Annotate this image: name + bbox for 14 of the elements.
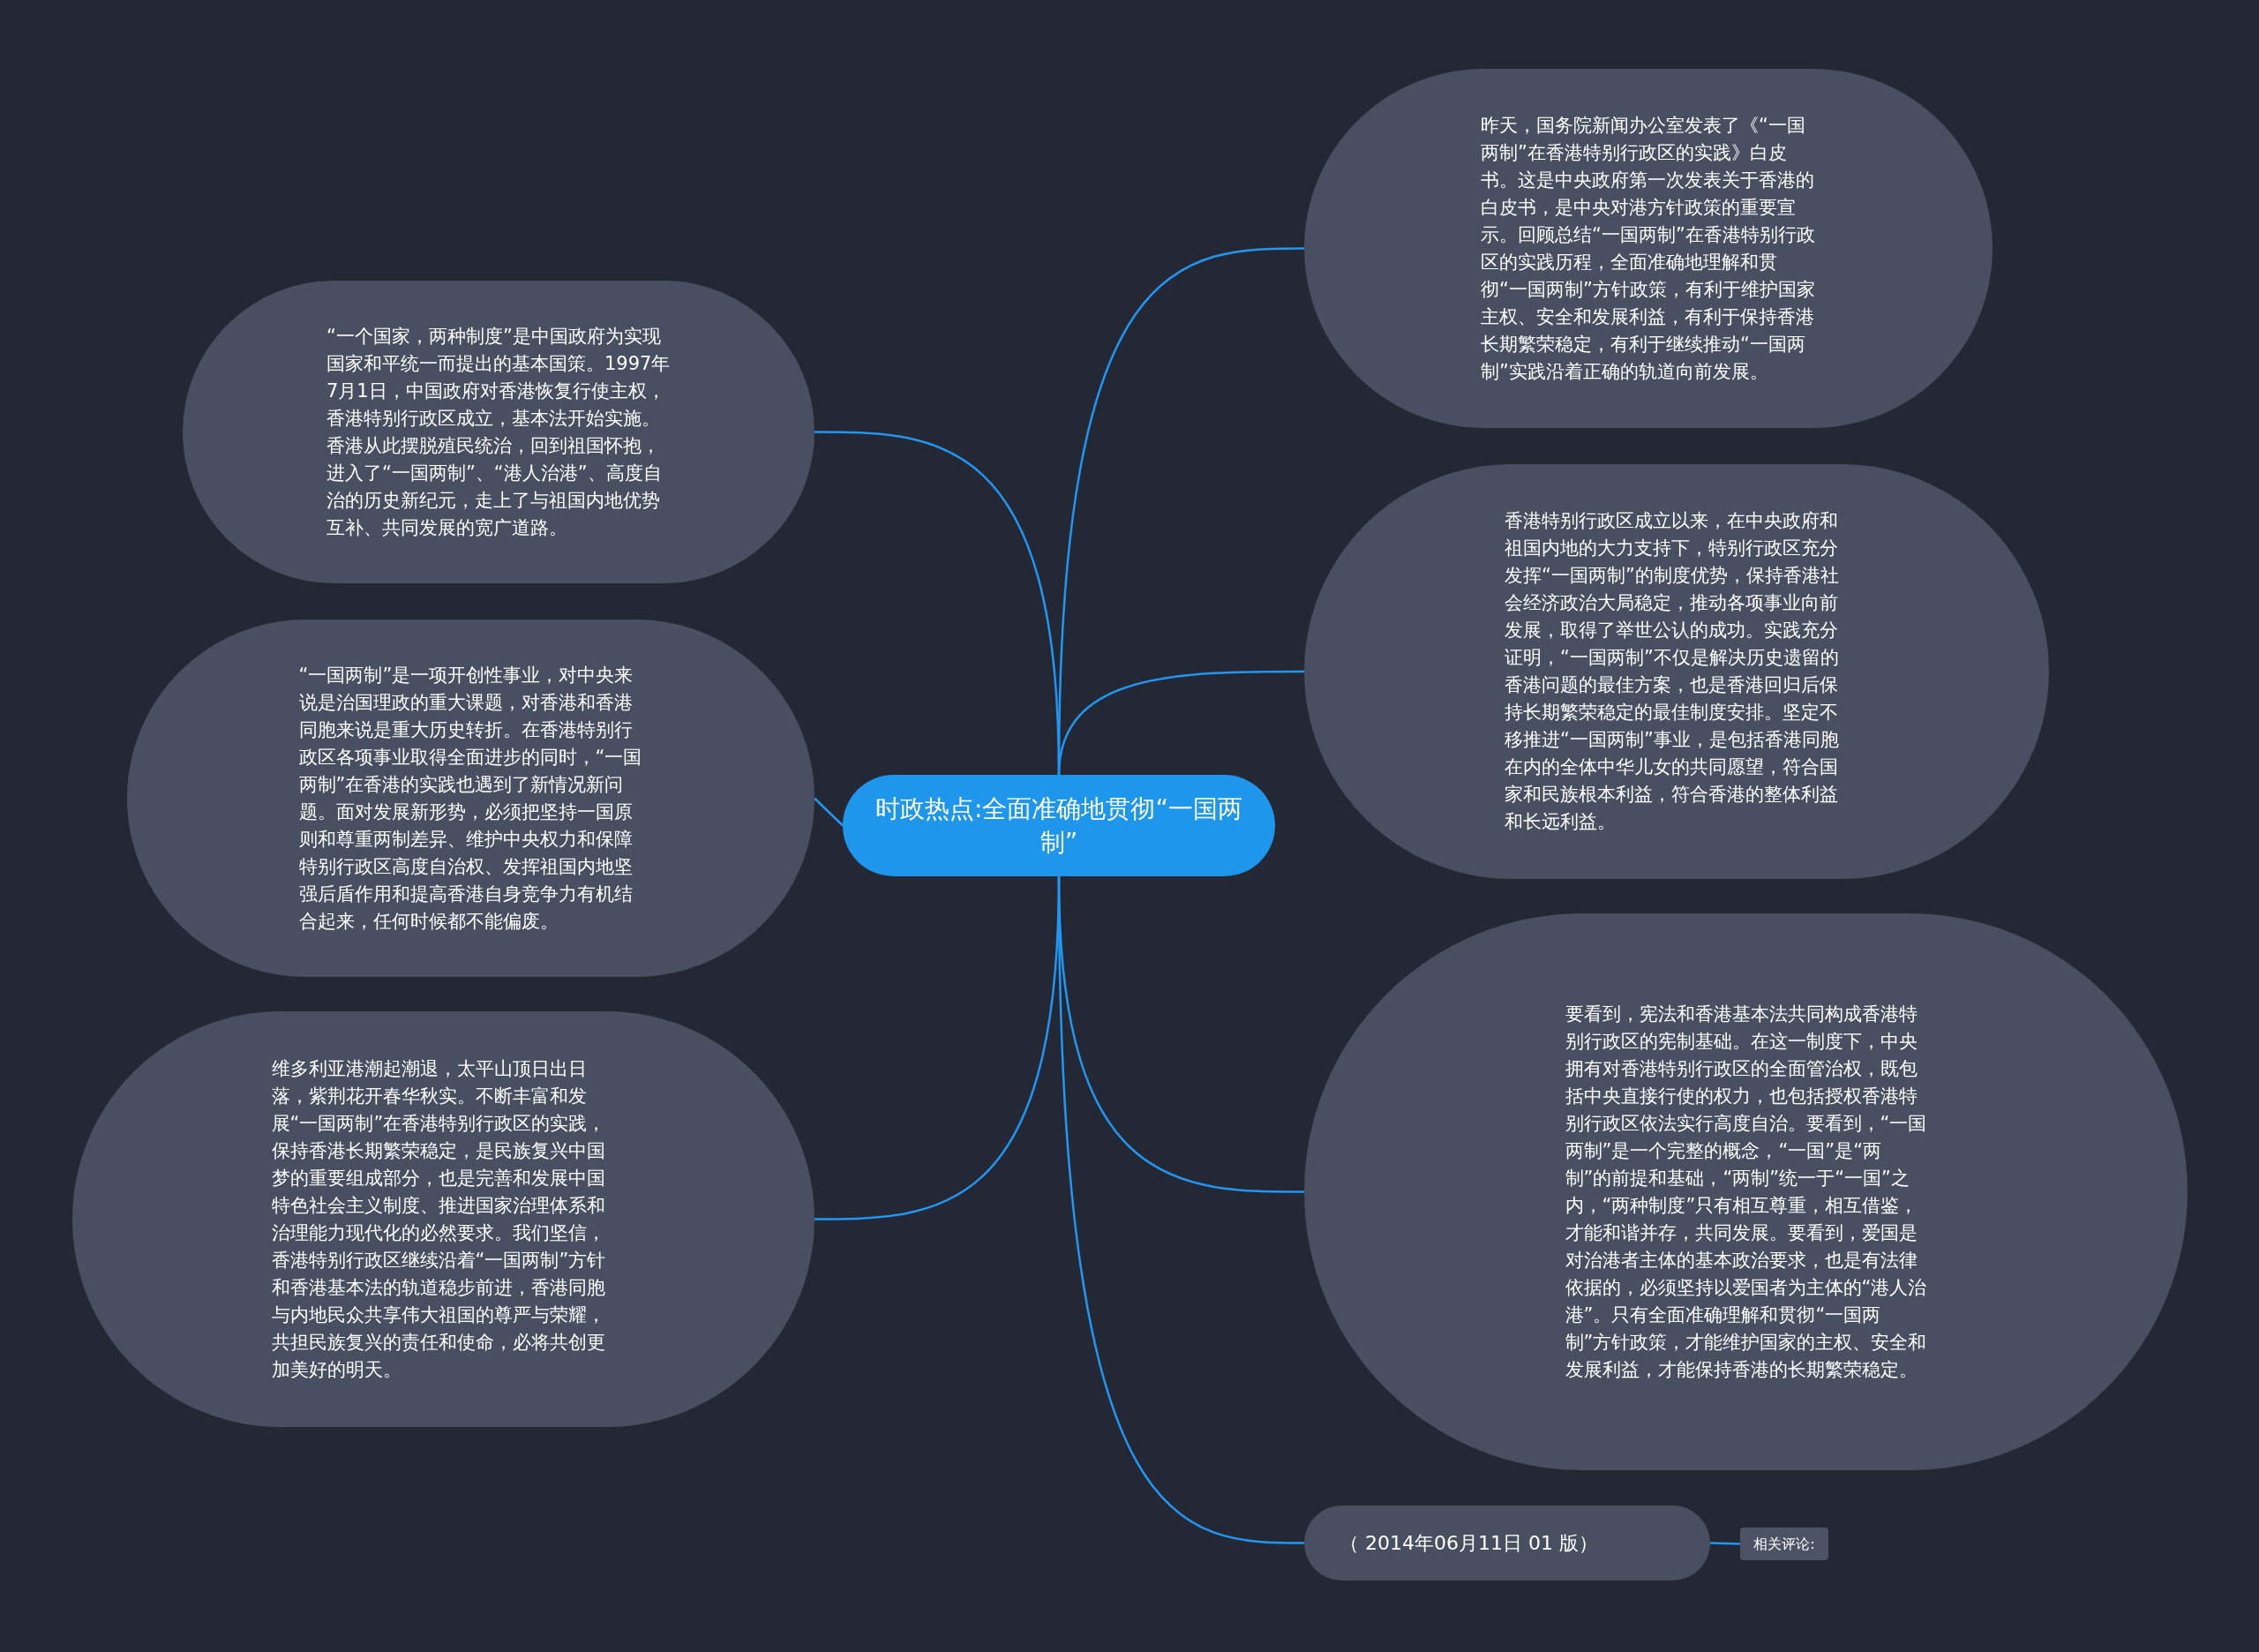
node-text: “一国两制”是一项开创性事业，对中央来说是治国理政的重大课题，对香港和香港同胞来说是重大历史转折。在香港特别行政区各项事业取得全面进步的同时，“一国两制”在香港的实践也遇到了新情况新问题。面对发展新形势，必须把坚持一国原则和尊重两制差异、维护中央权力和保障特别行政区高度自治权、发挥祖国内地坚强后盾作用和提高香港自身竞争力有机结合起来，任何时候都不能偏废。 — [298, 663, 643, 934]
node-text: （ 2014年06月11日 01 版） — [1340, 1531, 1599, 1556]
tag-box — [1740, 1528, 1828, 1560]
node-text: 要看到，宪法和香港基本法共同构成香港特别行政区的宪制基础。在这一制度下，中央拥有对香港特别行政区的全面管治权，既包括中央直接行使的权力，也包括授权香港特别行政区依法实行高度自治。要看到，“一国两制”是一个完整的概念，“一国”是“两制”的前提和基础，“两制”统一于“一国”之内，“两种制度”只有相互尊重，相互借鉴，才能和谐并存，共同发展。要看到，爱国是对治港者主体的基本政治要求，也是有法律依据的，必须坚持以爱国者为主体的“港人治港”。只有全面准确理解和贯彻“一国两制”方针政策，才能维护国家的主权、安全和发展利益，才能保持香港的长期繁荣稳定。 — [1565, 1002, 1927, 1382]
connector-line — [814, 875, 1061, 1220]
connector-line — [814, 797, 844, 827]
node-text: 维多利亚港潮起潮退，太平山顶日出日落，紫荆花开春华秋实。不断丰富和发展“一国两制”在香港特别行政区的实践，保持香港长期繁荣稳定，是民族复兴中国梦的重要组成部分，也是完善和发展中国特色社会主义制度、推进国家治理体系和治理能力现代化的必然要求。我们坚信，香港特别行政区继续沿着“一国两制”方针和香港基本法的轨道稳步前进，香港同胞与内地民众共享伟大祖国的尊严与荣耀，共担民族复兴的责任和使命，必将共创更加美好的明天。 — [271, 1056, 607, 1382]
node-text: “一个国家，两种制度”是中国政府为实现国家和平统一而提出的基本国策。1997年7月1日，中国政府对香港恢复行使主权，香港特别行政区成立，基本法开始实施。香港从此摆脱殖民统治，回到祖国怀抱，进入了“一国两制”、“港人治港”、高度自治的历史新纪元，走上了与祖国内地优势互补、共同发展的宽广道路。 — [326, 324, 671, 540]
node-text: 昨天，国务院新闻办公室发表了《“一国两制”在香港特别行政区的实践》白皮书。这是中央政府第一次发表关于香港的白皮书，是中央对港方针政策的重要宣示。回顾总结“一国两制”在香港特别行政区的实践历程，全面准确地理解和贯彻“一国两制”方针政策，有利于维护国家主权、安全和发展利益，有利于保持香港长期繁荣稳定，有利于继续推动“一国两制”实践沿着正确的轨道向前发展。 — [1481, 113, 1816, 384]
connector-line — [1709, 1542, 1741, 1545]
connector-line — [814, 431, 1061, 776]
node-text: 香港特别行政区成立以来，在中央政府和祖国内地的大力支持下，特别行政区充分发挥“一国两制”的制度优势，保持香港社会经济政治大局稳定，推动各项事业向前发展，取得了举世公认的成功。实践充分证明，“一国两制”不仅是解决历史遗留的香港问题的最佳方案，也是香港回归后保持长期繁荣稳定的最佳制度安排。坚定不移推进“一国两制”事业，是包括香港同胞在内的全体中华儿女的共同愿望，符合国家和民族根本利益，符合香港的整体利益和长远利益。 — [1505, 509, 1840, 834]
node-text: 时政热点:全面准确地贯彻“一国两制” — [874, 792, 1243, 859]
node-text: 相关评论: — [1753, 1535, 1815, 1553]
